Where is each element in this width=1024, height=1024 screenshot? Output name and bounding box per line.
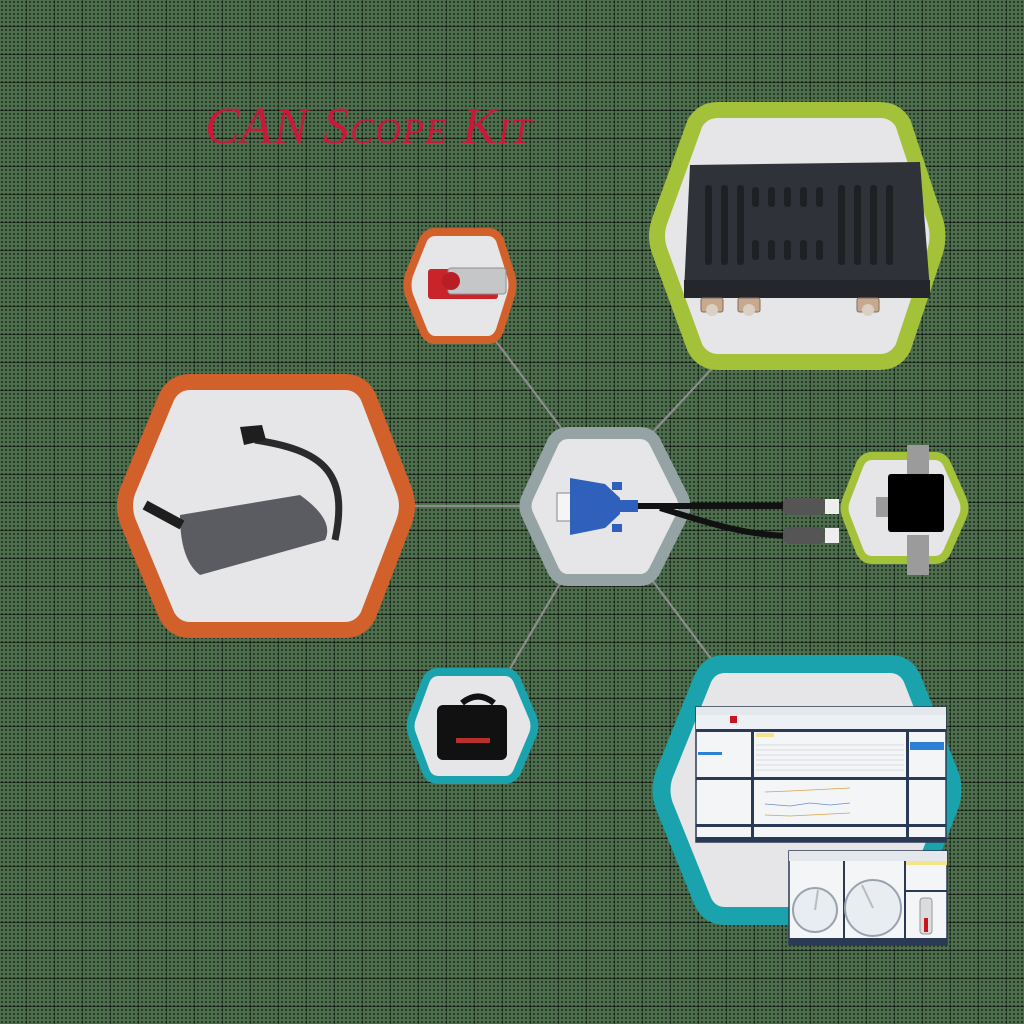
carry-bag-icon [437,693,507,760]
page-title: CAN Scope Kit [205,98,532,155]
connector-lines [412,339,719,673]
terminator-block-icon [876,445,944,575]
can-interface-cable-icon [142,425,343,575]
node-hub[interactable] [519,427,840,586]
software-gauges-window-icon [788,850,948,946]
oscilloscope-icon [684,162,930,316]
node-carry-bag[interactable] [406,668,539,784]
node-terminator[interactable] [840,445,969,575]
node-software[interactable] [652,655,962,946]
software-main-window-icon [695,706,947,843]
node-picoscope[interactable] [649,102,946,370]
node-can-interface[interactable] [117,374,415,638]
node-usb-stick[interactable] [403,228,517,344]
usb-drive-icon [428,267,507,299]
db9-y-cable-icon [556,478,839,544]
